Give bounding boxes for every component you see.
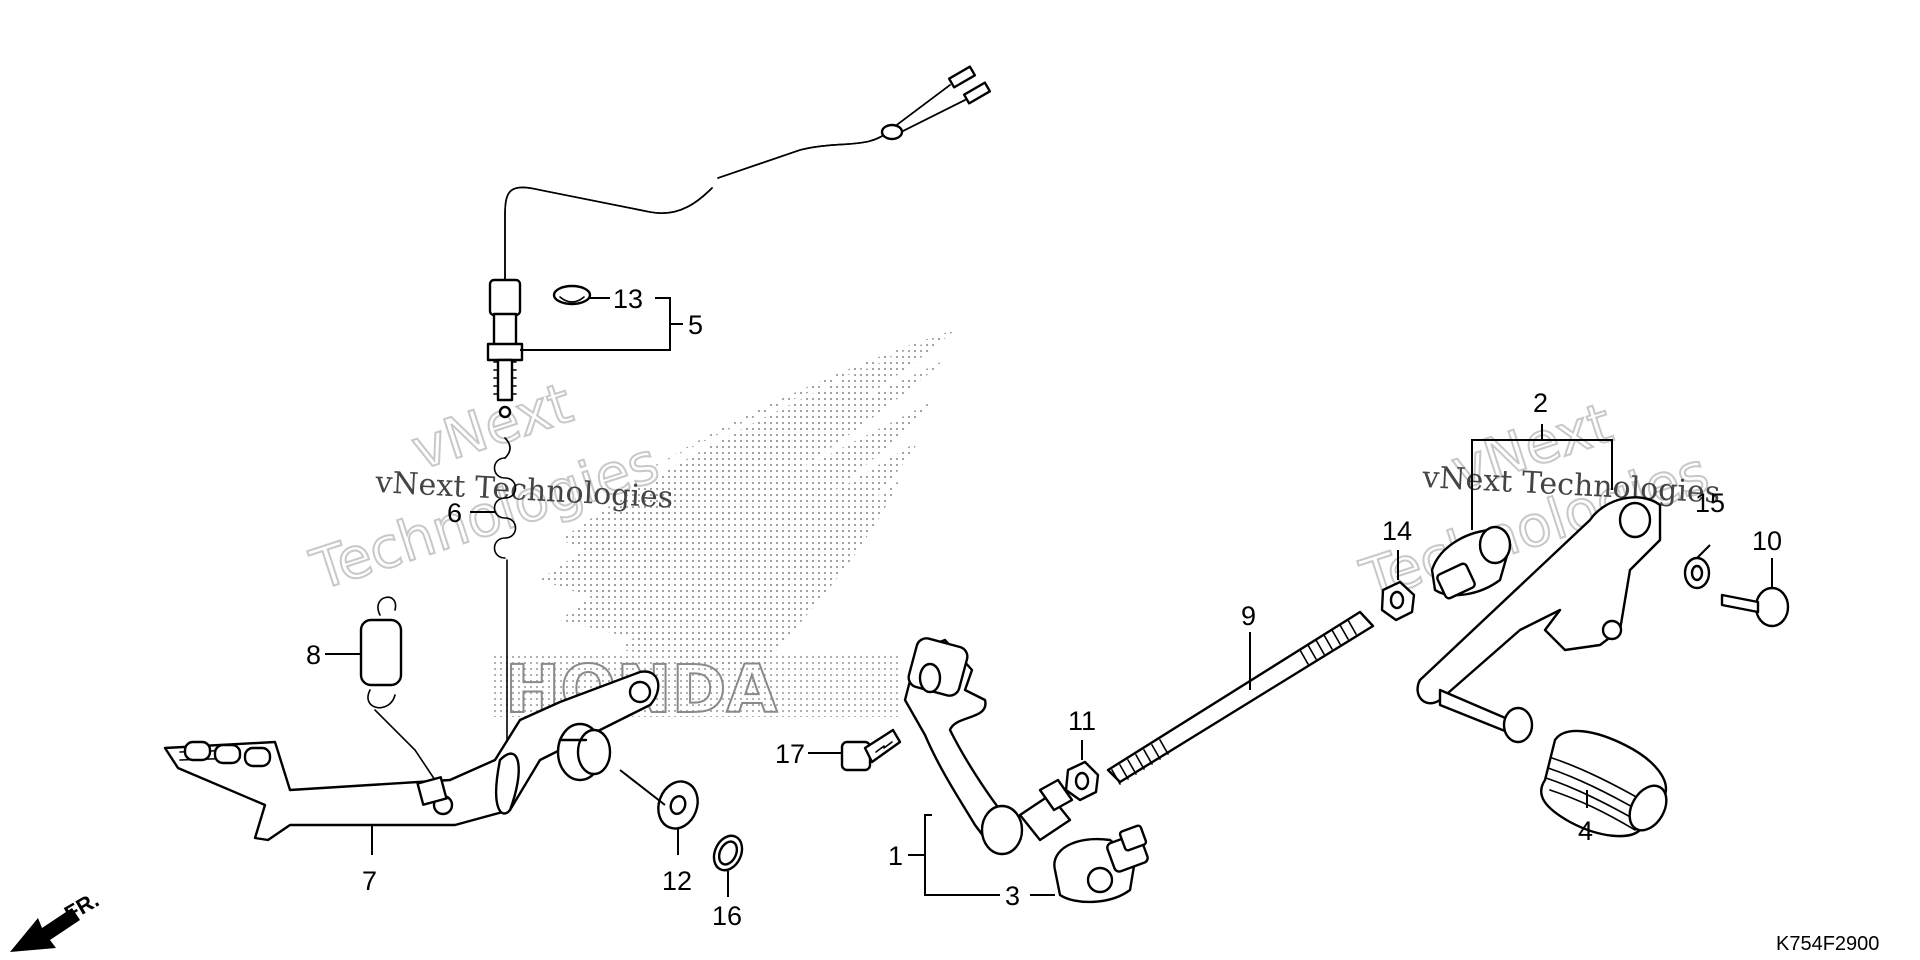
label-16: 16: [712, 901, 742, 931]
washer-15: [1683, 556, 1711, 590]
label-7: 7: [362, 866, 377, 896]
pivot-collar: [556, 722, 612, 782]
label-9: 9: [1241, 601, 1256, 631]
arrow-icon: [10, 908, 80, 952]
circlip-16: [712, 834, 744, 872]
tie-rod: [1106, 610, 1375, 785]
gearshift-pedal: [1416, 496, 1662, 744]
label-3: 3: [1005, 881, 1020, 911]
label-4: 4: [1578, 816, 1593, 846]
label-14: 14: [1382, 516, 1412, 546]
spring-large: [359, 596, 436, 781]
label-11: 11: [1068, 706, 1096, 736]
label-17: 17: [775, 739, 805, 769]
leader-lines: [325, 297, 1773, 897]
bolt-17: [840, 728, 902, 772]
brake-pedal: [163, 670, 660, 842]
nut-14: [1380, 580, 1416, 622]
label-12: 12: [662, 866, 692, 896]
pedal-rubber: [1539, 729, 1668, 838]
label-15: 15: [1695, 488, 1725, 518]
label-13: 13: [613, 284, 643, 314]
clip: [552, 284, 592, 306]
label-2: 2: [1533, 388, 1548, 418]
washer-12: [657, 780, 699, 830]
diagram-code: K754F2900: [1776, 933, 1879, 955]
front-direction-arrow: FR.: [10, 887, 103, 952]
label-5: 5: [688, 310, 703, 340]
nut-11: [1064, 760, 1100, 802]
label-6: 6: [447, 498, 462, 528]
spring-small: [493, 437, 517, 761]
part-labels: 13 5 6 8 7 12 16 17 1 3 11 9 14 2 15 10 …: [306, 284, 1782, 931]
ball-joint: [1053, 824, 1149, 904]
label-1: 1: [888, 841, 903, 871]
label-10: 10: [1752, 526, 1782, 556]
gearshift-arm: [903, 637, 1074, 856]
honda-wing-logo: [490, 328, 960, 717]
bolt-10: [1720, 586, 1790, 628]
label-8: 8: [306, 640, 321, 670]
stop-switch-harness: [486, 65, 992, 419]
